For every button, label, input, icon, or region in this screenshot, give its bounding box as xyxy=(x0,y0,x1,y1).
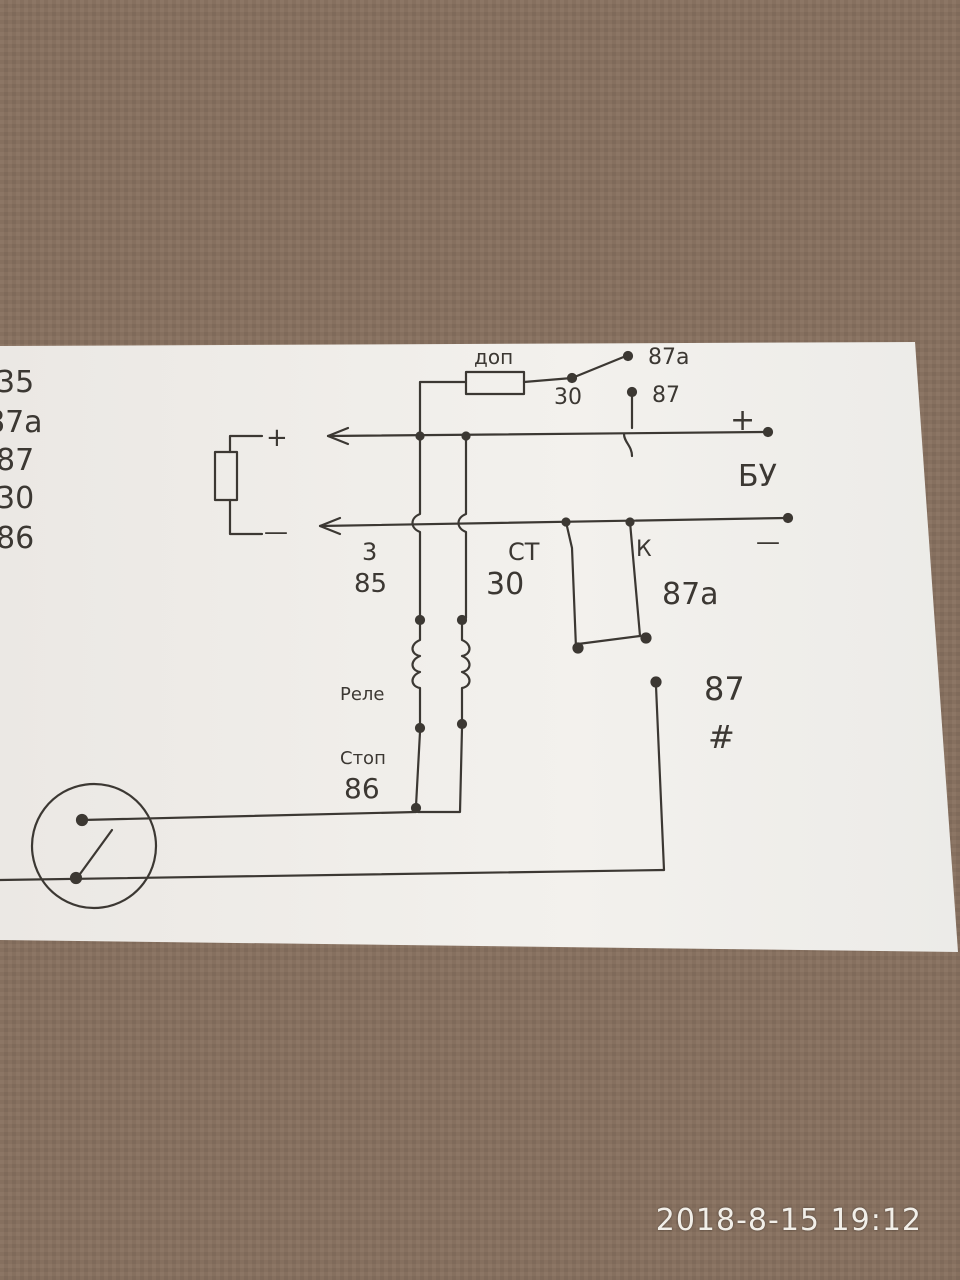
label-plus-right: + xyxy=(730,403,755,438)
column-2-down xyxy=(416,726,464,814)
wire-top-left xyxy=(418,380,468,434)
wire-st-down xyxy=(564,520,578,650)
margin-label: 35 xyxy=(0,365,34,400)
label-stop-86: 86 xyxy=(344,772,380,805)
margin-label: 87 xyxy=(0,443,34,478)
margin-label: 30 xyxy=(0,481,34,516)
terminal-plus-right xyxy=(762,426,774,438)
button-lever xyxy=(78,828,114,876)
label-plus-left: + xyxy=(266,423,288,453)
margin-label: 86 xyxy=(0,521,34,556)
label-k-87a: 87a xyxy=(662,577,719,612)
label-rele: Реле xyxy=(340,684,385,705)
coil-1 xyxy=(411,622,422,728)
label-87-mark: # xyxy=(708,718,735,756)
photo-timestamp: 2018-8-15 19:12 xyxy=(655,1203,922,1238)
node-coil-1-top xyxy=(414,614,426,626)
label-87-top: 87 xyxy=(652,383,680,408)
wire-k-down xyxy=(628,520,642,638)
margin-label: 87a xyxy=(0,405,43,440)
circuit-drawing xyxy=(0,350,794,910)
minus-bus xyxy=(318,516,788,528)
terminal-30-top xyxy=(566,372,578,384)
button-circle xyxy=(30,782,158,910)
terminal-minus-right xyxy=(782,512,794,524)
k-blade xyxy=(576,634,642,646)
minus-arrow xyxy=(318,516,342,536)
hop-plus-87 xyxy=(622,432,634,458)
label-st: СТ xyxy=(508,538,540,566)
wire-87-down xyxy=(654,684,666,872)
label-dop: доп xyxy=(474,345,513,369)
terminal-k-bottom xyxy=(640,632,652,644)
terminal-st-bottom xyxy=(572,642,584,654)
label-minus-left: — xyxy=(264,518,288,546)
coil-2 xyxy=(460,622,471,724)
label-85: 85 xyxy=(354,569,387,599)
wire-resistor-to-30 xyxy=(522,376,574,384)
label-st-30: 30 xyxy=(486,567,524,602)
node-86 xyxy=(410,802,422,814)
node-coil-2-bottom xyxy=(456,718,468,730)
margin-labels: 35 87a 87 30 86 xyxy=(0,365,43,556)
column-3-85 xyxy=(411,434,422,620)
label-k: К xyxy=(636,537,652,562)
wire-button-top xyxy=(80,810,418,822)
node-coil-2-top xyxy=(456,614,468,626)
wire-button-bottom xyxy=(0,868,666,882)
label-30-top: 30 xyxy=(554,385,582,410)
plus-arrow xyxy=(326,426,350,446)
paper-sheet xyxy=(0,342,958,952)
terminal-87a-top xyxy=(622,350,634,362)
label-stop: Стоп xyxy=(340,748,386,769)
label-87-right: 87 xyxy=(704,670,745,708)
column-stop-86 xyxy=(414,730,422,808)
node-coil-1-bottom xyxy=(414,722,426,734)
label-bu: БУ xyxy=(738,459,777,494)
label-3: 3 xyxy=(362,538,377,566)
wire-load xyxy=(228,434,264,536)
plus-bus xyxy=(326,430,768,438)
label-87a-top: 87a xyxy=(648,345,689,370)
switch-blade xyxy=(570,354,628,380)
label-minus-right: — xyxy=(756,528,780,556)
column-2 xyxy=(457,434,468,620)
load-resistor xyxy=(213,450,239,502)
